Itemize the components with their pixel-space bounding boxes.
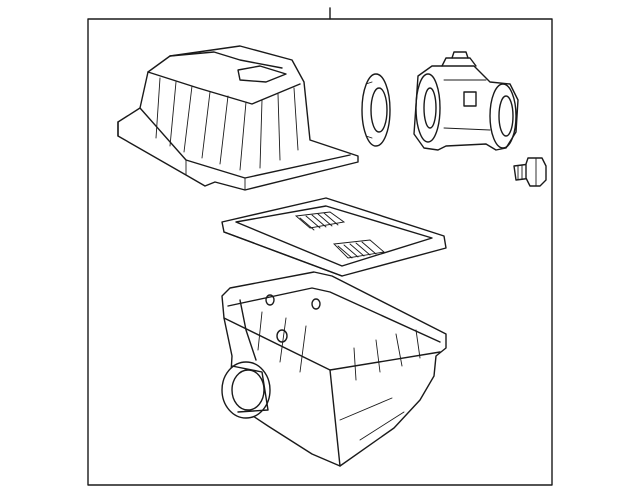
seal-ring [361,73,391,147]
mass-air-flow-sensor [413,51,519,151]
bolt [513,157,547,187]
air-cleaner-upper-cover [117,45,359,191]
air-cleaner-lower-housing [221,271,447,467]
air-filter-element [221,197,447,277]
diagram-frame [87,7,553,486]
